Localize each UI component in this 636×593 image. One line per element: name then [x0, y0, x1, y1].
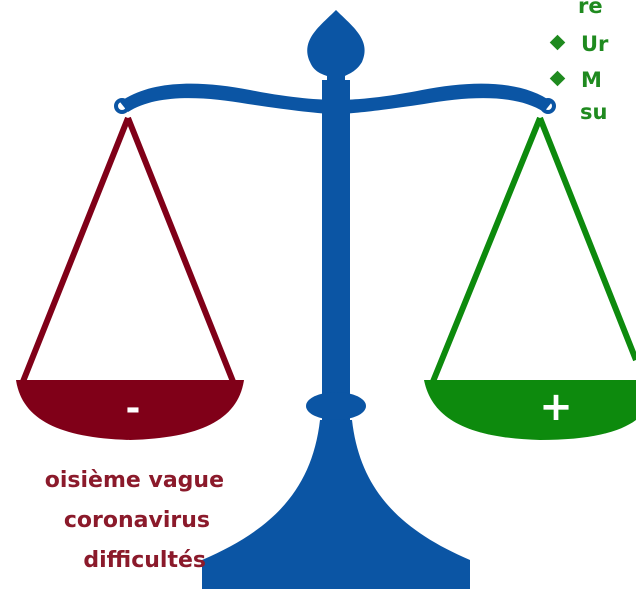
positive-item: M	[549, 68, 602, 92]
minus-pan-strings	[19, 116, 237, 386]
scale-base	[202, 420, 470, 589]
scale-beam	[120, 83, 552, 114]
minus-label: -	[126, 388, 141, 429]
positive-item: Ur	[549, 32, 608, 56]
plus-pan	[424, 380, 636, 440]
positive-fragment-top: re	[578, 0, 603, 18]
negative-line: coronavirus	[63, 508, 210, 533]
scale-knob	[306, 392, 366, 420]
scale-finial	[307, 10, 365, 90]
minus-pan	[16, 380, 244, 440]
plus-label: +	[539, 384, 573, 430]
negative-line: oisième vague	[44, 468, 224, 493]
diamond-bullet-icon	[549, 70, 566, 87]
diamond-bullet-icon	[549, 34, 566, 51]
negative-line: difficultés	[83, 548, 206, 573]
plus-pan-strings	[429, 116, 636, 386]
positive-continuation: su	[580, 100, 608, 124]
